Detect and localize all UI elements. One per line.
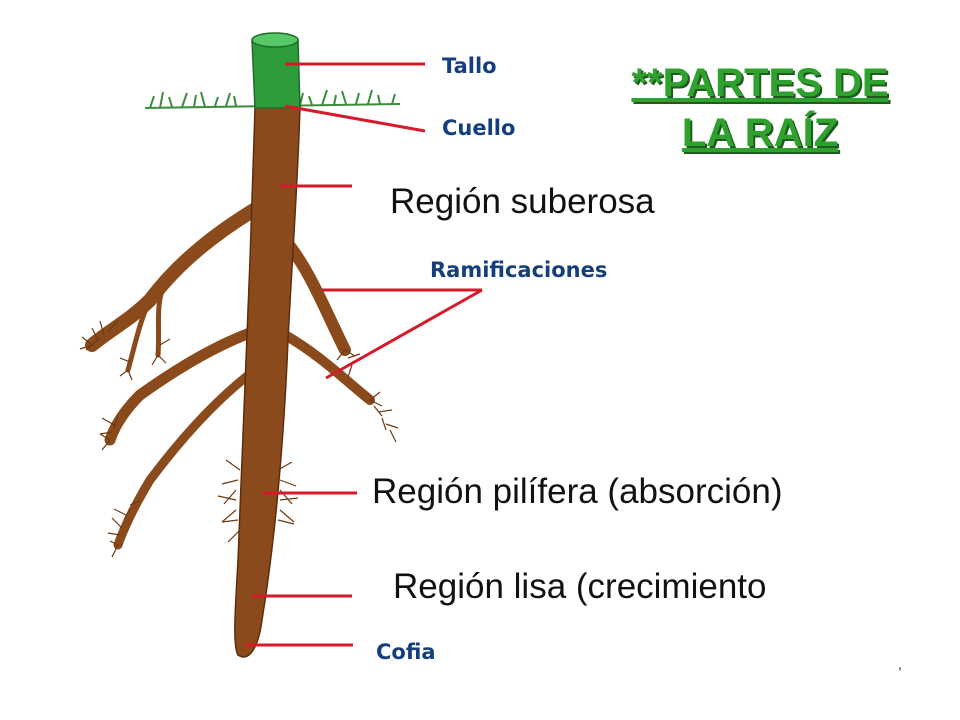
branch-upper-right: [279, 234, 351, 356]
label-region-pilifera: Región pilífera (absorción): [372, 472, 783, 511]
pointer-ramificaciones-2: [325, 288, 483, 380]
label-cuello: Cuello: [442, 116, 516, 140]
branch-lower-left: [113, 365, 260, 550]
main-root: [234, 105, 301, 658]
label-region-suberosa: Región suberosa: [390, 182, 655, 221]
root-hairs: [79, 319, 399, 558]
branch-upper-left: [85, 198, 269, 352]
branch-fine-left: [125, 282, 168, 373]
pointer-cuello: [284, 104, 426, 133]
label-tallo: Tallo: [442, 54, 497, 78]
page-title: **PARTES DE LA RAÍZ: [600, 58, 920, 158]
pointer-lines: [245, 62, 483, 647]
title-line-1: **PARTES DE: [631, 61, 889, 105]
label-ramificaciones: Ramificaciones: [430, 258, 608, 282]
branch-middle-right: [280, 330, 375, 405]
label-cofia: Cofia: [376, 640, 436, 664]
title-line-2: LA RAÍZ: [681, 111, 839, 155]
label-region-lisa: Región lisa (crecimiento: [393, 567, 767, 606]
stray-mark: ,: [898, 656, 902, 672]
stem: [251, 32, 301, 109]
branch-middle-left: [104, 324, 264, 446]
